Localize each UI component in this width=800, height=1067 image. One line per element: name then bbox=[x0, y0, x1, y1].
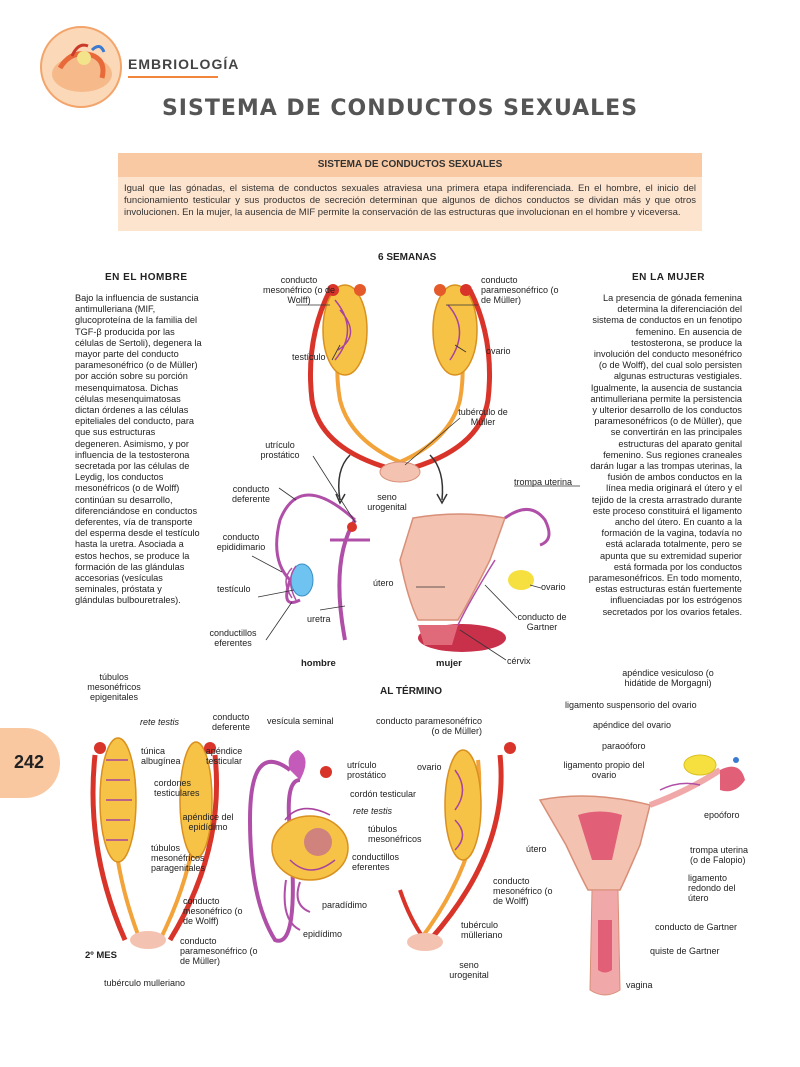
label-vesicula: vesícula seminal bbox=[267, 716, 334, 726]
label-utriculo-term: utrículo prostático bbox=[347, 760, 387, 780]
six-weeks-ducts bbox=[308, 284, 492, 505]
label-utero-term: útero bbox=[526, 844, 547, 854]
second-month-ducts bbox=[90, 737, 220, 949]
label-ovario-mid: ovario bbox=[417, 762, 442, 772]
label-paradidimo: paradídimo bbox=[322, 900, 368, 910]
label-epididimario-6w: conducto epididimario bbox=[216, 532, 266, 552]
page-number-tab: 242 bbox=[0, 728, 60, 798]
label-muller-mid: conducto paramesonéfrico (o de Müller) bbox=[375, 716, 482, 736]
label-gartner-6w: conducto de Gartner bbox=[517, 612, 567, 632]
page-number: 242 bbox=[14, 752, 45, 772]
label-tuberculo-mid: tubérculo mülleriano bbox=[461, 920, 503, 940]
at-term-female bbox=[538, 754, 745, 996]
at-term-title: AL TÉRMINO bbox=[380, 686, 443, 697]
label-tuberculo-6w: tubérculo de Müller bbox=[458, 407, 508, 427]
second-month-title: 2º MES bbox=[85, 950, 117, 961]
embryology-logo bbox=[40, 26, 122, 108]
left-column-text: Bajo la influencia de sustancia antimull… bbox=[75, 293, 202, 606]
label-paraooforo: paraoóforo bbox=[602, 741, 646, 751]
caption-mujer: mujer bbox=[436, 658, 462, 669]
label-tuberculo-left: tubérculo mulleriano bbox=[104, 978, 186, 988]
label-wolff-6w: conducto mesonéfrico (o de Wolff) bbox=[262, 275, 336, 305]
label-gartner-term: conducto de Gartner bbox=[655, 922, 738, 932]
right-column-text: La presencia de gónada femenina determin… bbox=[588, 293, 742, 617]
label-apendice-testicular: apéndice testicular bbox=[205, 746, 243, 766]
caption-hombre: hombre bbox=[301, 658, 336, 669]
embryo-icon bbox=[52, 43, 112, 92]
at-term-mid bbox=[398, 742, 516, 951]
label-apendice-ovario: apéndice del ovario bbox=[593, 720, 672, 730]
label-seno-6w: seno urogenital bbox=[367, 492, 407, 512]
label-tubulos-paragenitales: túbulos mesonéfricos paragenitales bbox=[151, 843, 206, 873]
female-6w-uterus bbox=[399, 508, 551, 652]
label-apendice-vesiculoso: apéndice vesiculoso (o hidátide de Morga… bbox=[622, 668, 714, 688]
label-ovario-female-6w: ovario bbox=[541, 582, 566, 592]
label-rete-testis-term: rete testis bbox=[353, 806, 393, 816]
label-quiste-gartner: quiste de Gartner bbox=[650, 946, 720, 956]
male-6w-ducts bbox=[275, 493, 370, 641]
label-vagina: vagina bbox=[626, 980, 653, 990]
section-underline bbox=[128, 76, 218, 78]
label-muller-left: conducto paramesonéfrico (o de Müller) bbox=[180, 936, 258, 966]
label-testiculo-6w: testículo bbox=[292, 352, 326, 362]
label-lig-propio: ligamento propio del ovario bbox=[563, 760, 645, 780]
label-epididimo: epidídimo bbox=[303, 929, 343, 939]
label-trompa-term: trompa uterina (o de Falopio) bbox=[690, 845, 749, 865]
label-cordon-testicular: cordón testicular bbox=[350, 789, 417, 799]
summary-heading: SISTEMA DE CONDUCTOS SEXUALES bbox=[118, 153, 702, 177]
at-term-male bbox=[247, 750, 349, 943]
label-utero-6w: útero bbox=[373, 578, 394, 588]
label-seno-mid: seno urogenital bbox=[449, 960, 489, 980]
page-title: SISTEMA DE CONDUCTOS SEXUALES bbox=[161, 96, 639, 121]
label-utriculo-6w: utrículo prostático bbox=[260, 440, 300, 460]
label-uretra-6w: uretra bbox=[307, 614, 331, 624]
label-tunica: túnica albugínea bbox=[141, 746, 181, 766]
summary-text: Igual que las gónadas, el sistema de con… bbox=[118, 177, 702, 231]
label-cordones: cordones testiculares bbox=[154, 778, 200, 798]
label-epooforo: epoóforo bbox=[704, 810, 740, 820]
label-wolff-left: conducto mesonéfrico (o de Wolff) bbox=[183, 896, 243, 926]
label-deferente-term: conducto deferente bbox=[211, 712, 251, 732]
label-trompa-6w: trompa uterina bbox=[514, 477, 573, 487]
label-ovario-6w: ovario bbox=[486, 346, 511, 356]
label-lig-suspensorio: ligamento suspensorio del ovario bbox=[565, 700, 697, 710]
label-tubulos-mesonefricos-term: túbulos mesonéfricos bbox=[368, 824, 422, 844]
label-testiculo-male-6w: testículo bbox=[217, 584, 251, 594]
label-eferentes-term: conductillos eferentes bbox=[352, 852, 400, 872]
label-rete-testis-left: rete testis bbox=[140, 717, 180, 727]
label-tubulos-epigenitales: túbulos mesonéfricos epigenitales bbox=[87, 672, 141, 702]
label-eferentes-6w: conductillos eferentes bbox=[209, 628, 257, 648]
right-column-heading: EN LA MUJER bbox=[632, 272, 705, 283]
six-weeks-title: 6 SEMANAS bbox=[378, 252, 437, 263]
label-wolff-mid: conducto mesonéfrico (o de Wolff) bbox=[493, 876, 553, 906]
leader-lines bbox=[251, 304, 580, 661]
left-column-heading: EN EL HOMBRE bbox=[105, 272, 188, 283]
label-lig-redondo: ligamento redondo del útero bbox=[688, 873, 736, 903]
label-apendice-epididimo: apéndice del epidídimo bbox=[182, 812, 234, 832]
section-title: EMBRIOLOGÍA bbox=[128, 56, 240, 72]
label-cervix-6w: cérvix bbox=[507, 656, 531, 666]
label-muller-6w: conducto paramesonéfrico (o de Müller) bbox=[481, 275, 559, 305]
label-deferente-6w: conducto deferente bbox=[231, 484, 271, 504]
